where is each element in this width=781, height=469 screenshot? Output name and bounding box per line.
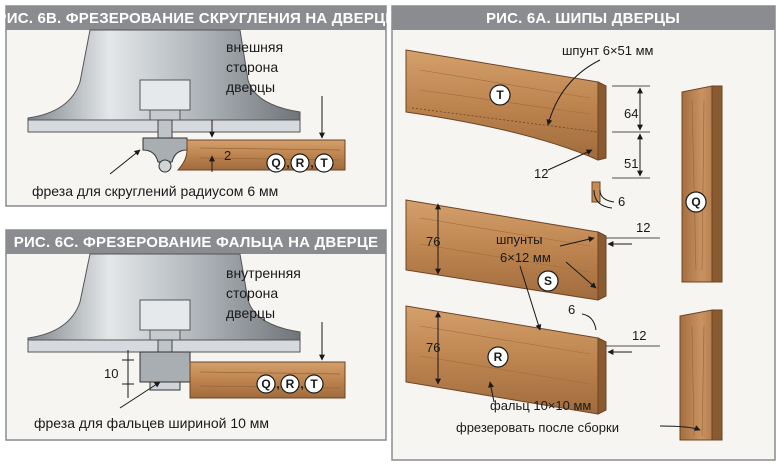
router-6c [27, 253, 301, 391]
part-6a-t: T [496, 88, 504, 102]
panel-6b: РИС. 6В. ФРЕЗЕРОВАНИЕ СКРУГЛЕНИЯ НА ДВЕР… [0, 5, 395, 207]
part-circles-6c: Q , R , T [256, 374, 324, 394]
panel-6c-title-bar [6, 230, 386, 254]
svg-text:,: , [300, 377, 303, 391]
dim-6-bot: 6 [568, 302, 575, 317]
dim-51: 51 [624, 156, 638, 171]
side-label-6b-1: внешняя [226, 39, 283, 55]
part-6c-r: R [286, 377, 295, 391]
stile-q [681, 85, 723, 283]
side-label-6c-1: внутренняя [226, 265, 301, 281]
part-6b-t: T [320, 156, 328, 170]
part-6a-s: S [544, 274, 552, 288]
part-6c-t: T [310, 377, 318, 391]
side-label-6b-2: сторона [226, 59, 278, 75]
dim-6b-2: 2 [224, 148, 231, 163]
panel-6b-title: РИС. 6В. ФРЕЗЕРОВАНИЕ СКРУГЛЕНИЯ НА ДВЕР… [0, 10, 395, 27]
after-assembly-label: фрезеровать после сборки [456, 420, 619, 435]
dim-76-bot: 76 [426, 340, 440, 355]
side-label-6c-3: дверцы [226, 305, 275, 321]
side-label-6b-3: дверцы [226, 79, 275, 95]
dim-12-bot: 12 [632, 328, 646, 343]
bit-label-6b: фреза для скруглений радиусом 6 мм [32, 183, 278, 199]
tenons-label-1: шпунты [496, 232, 542, 247]
dim-64: 64 [624, 106, 638, 121]
panel-6c: РИС. 6С. ФРЕЗЕРОВАНИЕ ФАЛЬЦА НА ДВЕРЦЕ 1… [5, 229, 387, 441]
stile-lower [679, 309, 723, 441]
dim-6c-10: 10 [104, 366, 118, 381]
panel-6c-title: РИС. 6С. ФРЕЗЕРОВАНИЕ ФАЛЬЦА НА ДВЕРЦЕ [14, 234, 379, 251]
bit-label-6c: фреза для фальцев шириной 10 мм [34, 415, 269, 431]
svg-text:,: , [310, 156, 313, 170]
panel-6a-title: РИС. 6А. ШИПЫ ДВЕРЦЫ [486, 10, 680, 27]
rabbet-label: фальц 10×10 мм [490, 398, 591, 413]
tenons-label-2: 6×12 мм [500, 250, 551, 265]
dim-76-mid: 76 [426, 234, 440, 249]
part-6b-r: R [296, 156, 305, 170]
panel-6b-title-bar [6, 6, 386, 30]
groove-label: шпунт 6×51 мм [562, 43, 654, 58]
dim-12-top: 12 [534, 166, 548, 181]
part-6a-q: Q [691, 195, 700, 209]
part-6c-q: Q [261, 377, 270, 391]
panel-6a: РИС. 6А. ШИПЫ ДВЕРЦЫ T шпунт 6×51 мм 64 … [391, 5, 776, 461]
part-6b-q: Q [271, 156, 280, 170]
dim-12-mid: 12 [636, 220, 650, 235]
dim-6-top: 6 [618, 194, 625, 209]
side-label-6c-2: сторона [226, 285, 278, 301]
svg-text:,: , [286, 156, 289, 170]
router-6b [27, 29, 301, 173]
svg-text:,: , [276, 377, 279, 391]
rail-t [405, 49, 607, 203]
part-6a-r: R [494, 350, 503, 364]
panel-6a-title-bar [392, 6, 775, 30]
part-circles-6b: Q , R , T [266, 153, 334, 173]
